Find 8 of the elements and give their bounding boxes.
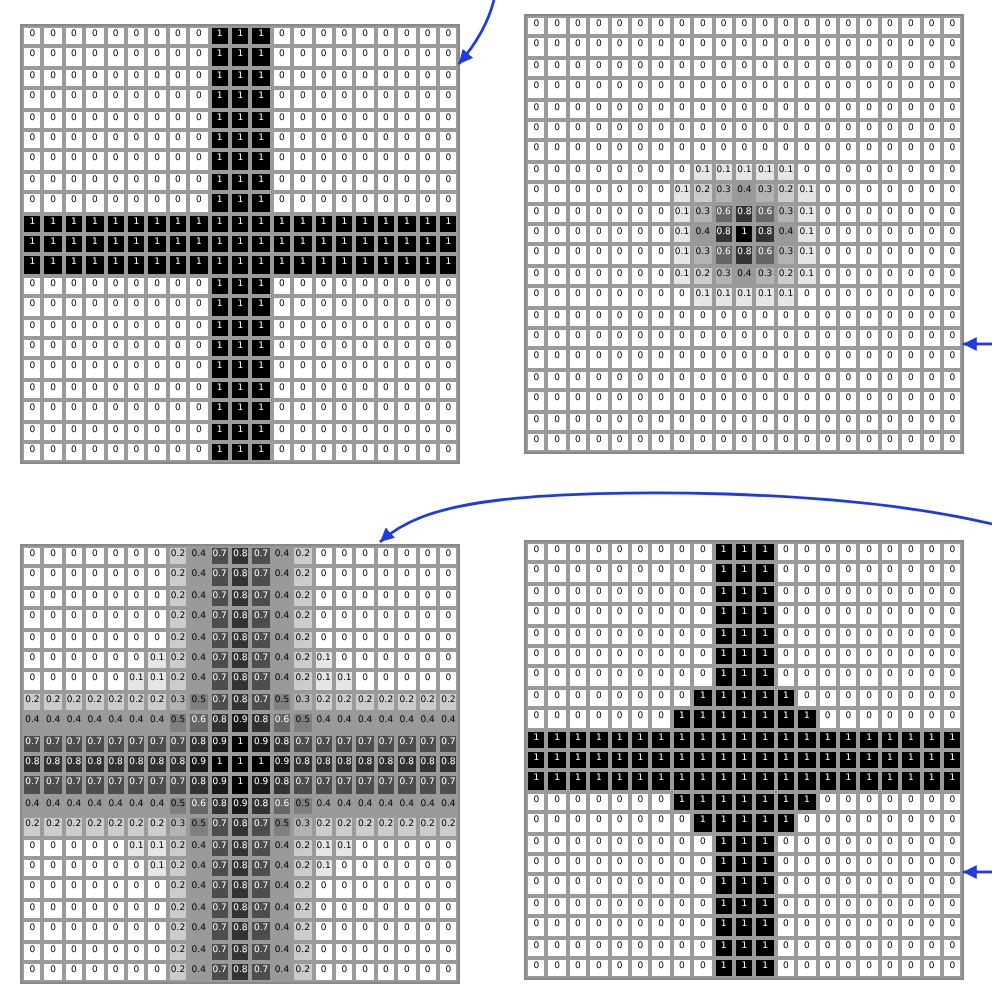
arrow bbox=[457, 0, 496, 65]
arrow bbox=[962, 865, 992, 879]
arrow bbox=[962, 337, 992, 351]
pixel-grid bbox=[20, 24, 461, 465]
arrow bbox=[379, 491, 992, 544]
pixel-grid bbox=[524, 14, 965, 455]
pixel-grid bbox=[524, 540, 965, 981]
pixel-grid bbox=[20, 544, 461, 985]
